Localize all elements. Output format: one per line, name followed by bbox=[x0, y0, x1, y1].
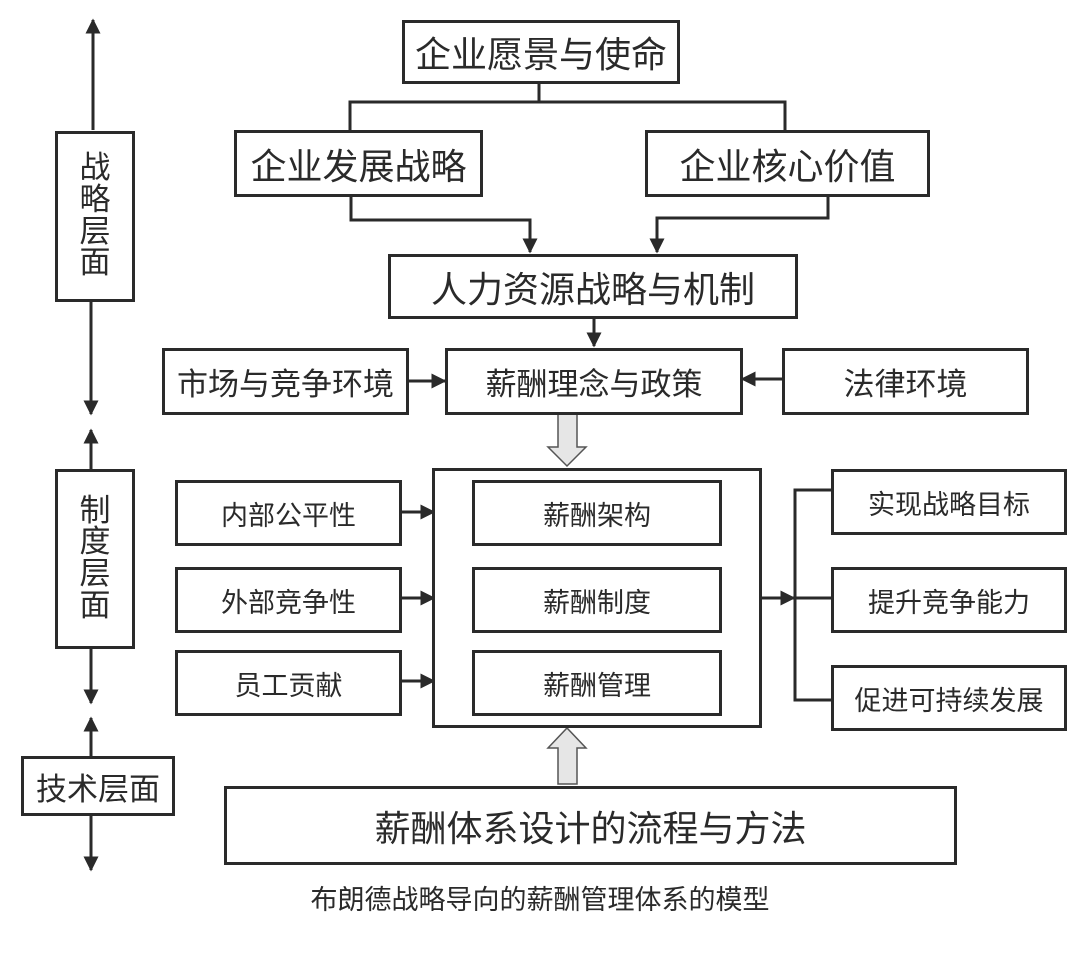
node-text: 实现战略目标 bbox=[868, 489, 1030, 521]
layer-char: 面 bbox=[79, 245, 111, 282]
layer-char: 面 bbox=[79, 587, 111, 624]
node-vision-mission: 企业愿景与使命 bbox=[402, 20, 680, 84]
arrow-strategy-to-hr bbox=[349, 195, 538, 254]
node-text: 外部竞争性 bbox=[221, 587, 356, 619]
arrow-values-to-hr bbox=[649, 195, 830, 254]
layer-char: 层 bbox=[79, 213, 111, 250]
node-goal-competitiveness: 提升竞争能力 bbox=[831, 567, 1067, 633]
node-design-process: 薪酬体系设计的流程与方法 bbox=[224, 786, 957, 865]
node-legal-environment: 法律环境 bbox=[782, 348, 1029, 415]
node-text: 薪酬体系设计的流程与方法 bbox=[374, 808, 807, 850]
node-text: 企业愿景与使命 bbox=[414, 35, 667, 76]
node-text: 市场与竞争环境 bbox=[177, 367, 394, 403]
node-goal-sustainable: 促进可持续发展 bbox=[831, 665, 1067, 731]
layer-char: 层 bbox=[79, 556, 111, 592]
node-text: 提升竞争能力 bbox=[868, 587, 1030, 619]
node-text: 薪酬理念与政策 bbox=[485, 367, 703, 403]
layer-strategy-label: 战 略 层 面 bbox=[55, 131, 135, 302]
connector-goals-bracket bbox=[793, 488, 832, 702]
node-hr-strategy: 人力资源战略与机制 bbox=[388, 254, 798, 319]
node-external-competitiveness: 外部竞争性 bbox=[175, 567, 402, 633]
node-text: 薪酬架构 bbox=[543, 500, 651, 532]
block-arrow-process-to-system bbox=[546, 726, 588, 785]
node-employee-contribution: 员工贡献 bbox=[175, 650, 402, 716]
layer-technical-text: 技术层面 bbox=[36, 771, 160, 808]
node-text: 薪酬管理 bbox=[543, 670, 651, 702]
node-pay-philosophy: 薪酬理念与政策 bbox=[445, 348, 743, 415]
node-development-strategy: 企业发展战略 bbox=[234, 130, 483, 197]
node-text: 企业发展战略 bbox=[250, 146, 467, 188]
node-text: 薪酬制度 bbox=[543, 587, 651, 619]
node-text: 内部公平性 bbox=[221, 500, 356, 532]
node-text: 法律环境 bbox=[843, 367, 968, 403]
node-text: 促进可持续发展 bbox=[854, 685, 1044, 717]
layer-char: 制 bbox=[79, 492, 111, 529]
diagram-caption: 布朗德战略导向的薪酬管理体系的模型 bbox=[310, 885, 770, 916]
node-core-values: 企业核心价值 bbox=[645, 130, 930, 197]
node-text: 企业核心价值 bbox=[679, 146, 896, 188]
layer-char: 度 bbox=[79, 524, 111, 561]
node-pay-management: 薪酬管理 bbox=[472, 650, 722, 716]
node-goal-strategy: 实现战略目标 bbox=[831, 469, 1067, 535]
node-internal-equity: 内部公平性 bbox=[175, 480, 402, 546]
node-text: 人力资源战略与机制 bbox=[430, 269, 755, 311]
node-market-environment: 市场与竞争环境 bbox=[162, 348, 409, 415]
layer-technical-label: 技术层面 bbox=[21, 756, 175, 816]
layer-char: 战 bbox=[79, 150, 111, 187]
layer-system-label: 制 度 层 面 bbox=[55, 469, 135, 649]
layer-char: 略 bbox=[79, 181, 111, 218]
connector-vision-to-strategy bbox=[348, 100, 539, 132]
block-arrow-philosophy-to-system bbox=[546, 413, 588, 468]
node-pay-structure: 薪酬架构 bbox=[472, 480, 722, 546]
node-text: 员工贡献 bbox=[234, 670, 343, 702]
node-pay-system: 薪酬制度 bbox=[472, 567, 722, 633]
connector-vision-to-values bbox=[539, 100, 787, 132]
